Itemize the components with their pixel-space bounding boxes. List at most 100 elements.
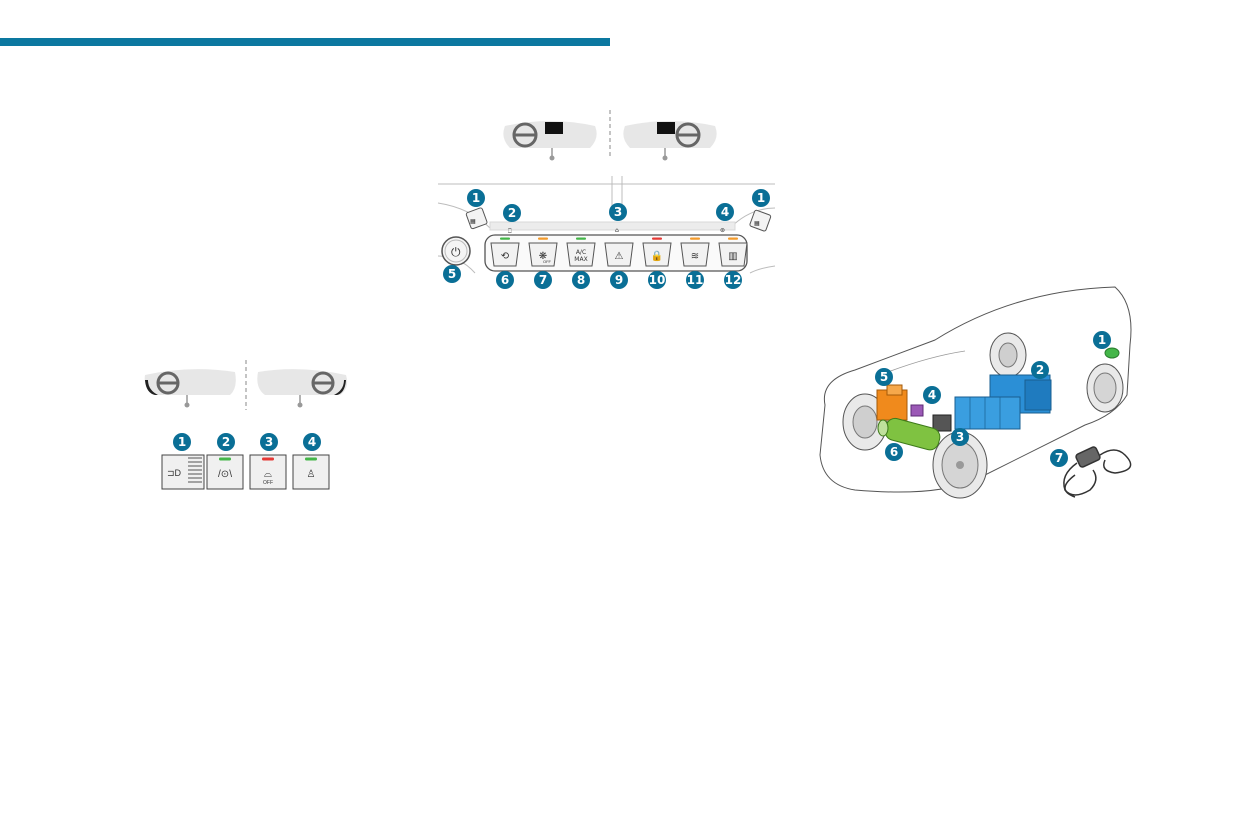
callout-number: 5 (880, 370, 888, 384)
fan-off-icon: ❋ (539, 251, 547, 262)
callout-marker: 3 (609, 203, 627, 221)
charging-cable (1063, 446, 1132, 498)
lane-keep-icon: /⊙\ (218, 469, 232, 480)
max-label: MAX (574, 256, 587, 263)
fan-off-button[interactable]: ❋OFF (528, 237, 558, 267)
seat-heater-icon: ▦ (754, 220, 760, 227)
callout-marker: 4 (716, 203, 734, 221)
callout-marker: 8 (572, 271, 590, 289)
callout-marker: 11 (686, 271, 704, 289)
callout-marker: 6 (496, 271, 514, 289)
callout-number: 6 (890, 445, 898, 459)
callout-marker: 5 (443, 265, 461, 283)
rear-seat-indicator-icon: ⎕ (508, 228, 512, 235)
car-body-outline (819, 286, 1132, 493)
passenger-airbag-indicator-icon: ⌂ (615, 227, 619, 234)
electric-motor (877, 417, 941, 451)
rear-defrost-button[interactable]: ▥ (718, 237, 748, 267)
callout-number: 4 (928, 388, 936, 402)
converter-unit (910, 404, 924, 417)
hazard-icon: ⚠ (615, 251, 624, 262)
callout-number: 3 (956, 430, 964, 444)
callout-marker: 5 (875, 368, 893, 386)
alarm-off-button[interactable]: ⌓OFF (249, 454, 287, 490)
status-led (728, 237, 738, 240)
headlamp-adjust-button[interactable]: ⊐D (161, 454, 205, 490)
callout-marker: 12 (724, 271, 742, 289)
door-lock-icon: 🔒 (651, 250, 663, 262)
status-led (500, 237, 510, 240)
callout-marker: 10 (648, 271, 666, 289)
callout-number: 1 (757, 191, 765, 205)
callout-marker: 6 (885, 443, 903, 461)
callout-number: 12 (725, 273, 742, 287)
callout-number: 2 (1036, 363, 1044, 377)
airbag-button[interactable]: ♙ (292, 454, 330, 490)
callout-marker: 4 (923, 386, 941, 404)
callout-number: 2 (222, 435, 230, 449)
header-accent-bar (0, 38, 610, 46)
ac-label: A/C (576, 249, 586, 256)
callout-marker: 7 (1050, 449, 1068, 467)
callout-number: 1 (1098, 333, 1106, 347)
seat-heater-button-left[interactable]: ▦ (465, 207, 488, 230)
callout-number: 7 (1055, 451, 1063, 465)
callout-number: 9 (615, 273, 623, 287)
callout-marker: 2 (503, 204, 521, 222)
callout-marker: 2 (217, 433, 235, 451)
lhd-dashboard-thumbnail (503, 121, 597, 161)
overhead-panel-figure: ⊐D /⊙\ ⌓OFF ♙ 1 2 3 4 (144, 360, 348, 490)
headlamp-adjust-icon: ⊐D (167, 468, 182, 478)
callout-number: 1 (472, 191, 480, 205)
airbag-icon: ♙ (307, 469, 316, 480)
status-led (262, 457, 274, 461)
lane-keep-button[interactable]: /⊙\ (206, 454, 244, 490)
callout-number: 4 (721, 205, 729, 219)
callout-number: 8 (577, 273, 585, 287)
callout-marker: 9 (610, 271, 628, 289)
heated-seat-indicator-icon: ⊛ (720, 227, 725, 234)
rear-left-wheel (1086, 363, 1124, 413)
front-right-wheel (842, 393, 888, 451)
callout-number: 5 (448, 267, 456, 281)
callout-marker: 2 (1031, 361, 1049, 379)
status-led (305, 457, 317, 461)
charging-socket (1104, 347, 1120, 359)
door-lock-button[interactable]: 🔒 (642, 237, 672, 267)
callout-marker: 4 (303, 433, 321, 451)
off-label: OFF (543, 259, 552, 264)
callout-number: 10 (649, 273, 666, 287)
callout-marker: 1 (173, 433, 191, 451)
console-outline (437, 176, 776, 274)
callout-number: 3 (265, 435, 273, 449)
status-led (652, 237, 662, 240)
off-label: OFF (263, 480, 273, 486)
rear-right-wheel (989, 332, 1027, 378)
status-led (219, 457, 231, 461)
callout-number: 3 (614, 205, 622, 219)
callout-marker: 3 (951, 428, 969, 446)
recirculation-button[interactable]: ⟲ (490, 237, 520, 267)
status-led (538, 237, 548, 240)
callout-marker: 7 (534, 271, 552, 289)
callout-number: 1 (178, 435, 186, 449)
seat-heater-icon: ▦ (470, 218, 476, 225)
callout-marker: 1 (1093, 331, 1111, 349)
callout-number: 2 (508, 206, 516, 220)
callout-number: 6 (501, 273, 509, 287)
power-button[interactable]: ⏻ (441, 236, 471, 266)
status-led (690, 237, 700, 240)
hazard-button[interactable]: ⚠ (604, 242, 634, 267)
front-left-wheel (932, 431, 988, 499)
rear-defrost-icon: ▥ (728, 251, 737, 262)
hybrid-car-diagram: 1 2 3 4 5 6 7 (819, 286, 1132, 499)
callout-number: 11 (687, 273, 704, 287)
seat-heater-button-right[interactable]: ▦ (749, 209, 772, 232)
recirculation-icon: ⟲ (501, 251, 510, 262)
callout-marker: 3 (260, 433, 278, 451)
front-defrost-button[interactable]: ≋ (680, 237, 710, 267)
combustion-engine (876, 384, 908, 421)
callout-marker: 1 (752, 189, 770, 207)
